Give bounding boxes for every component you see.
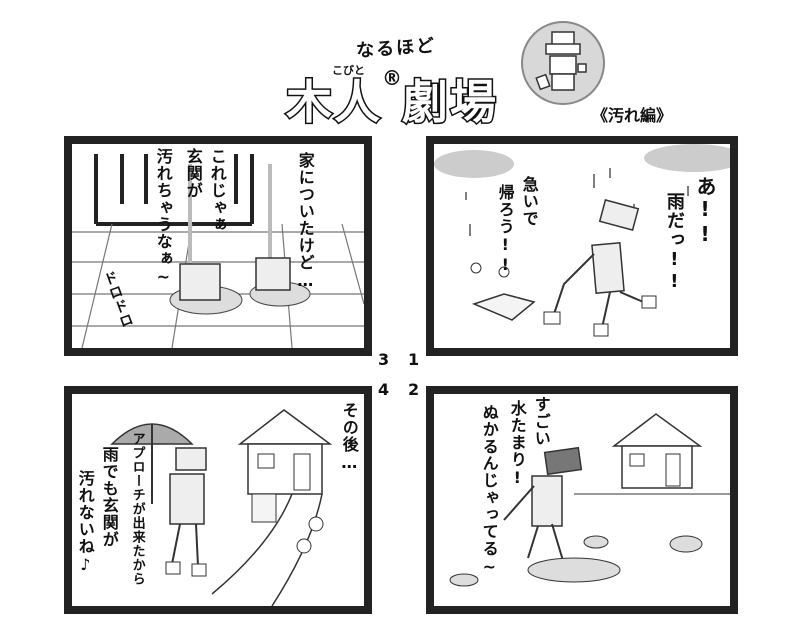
panel-1-bubble-b: 雨だっ!!	[663, 192, 685, 293]
panel-number-3: 3	[378, 350, 390, 369]
panel-3-illustration	[72, 144, 364, 348]
panel-4-line-b: アプローチが出来たから	[129, 432, 145, 586]
title-tail: 劇場	[401, 74, 498, 131]
registered-mark: ®	[382, 66, 402, 90]
panel-4-illustration	[72, 394, 364, 606]
panel-4-line-d: 汚れないね♪	[75, 470, 95, 575]
title-prefix: なるほど	[355, 35, 437, 62]
subtitle: 《汚れ編》	[592, 106, 673, 125]
kobito-logo-icon	[520, 20, 606, 106]
panel-1-thought-a: 急いで	[519, 176, 539, 227]
title-main: 木人	[285, 74, 382, 131]
panel-3-line-c: 玄関が	[183, 148, 203, 199]
panel-number-1: 1	[408, 350, 420, 369]
panel-1-thought-b: 帰ろう!!	[495, 184, 515, 275]
panel-number-4: 4	[378, 380, 390, 399]
panel-3-line-b: これじゃぁ	[207, 148, 227, 233]
panel-4-line-c: 雨でも玄関が	[99, 446, 119, 548]
page-title: 木人®劇場	[285, 66, 498, 132]
panel-4-line-a: その後…	[339, 402, 359, 473]
panel-2-illustration	[434, 394, 730, 606]
panel-3-line-d: 汚れちゃうなぁ~	[153, 148, 173, 287]
panel-3-line-a: 家についたけど…	[295, 152, 315, 291]
title-ruby: こびと	[332, 64, 365, 77]
panel-2-bubble-b: 水たまり!	[507, 400, 527, 488]
panel-2-bubble-a: すごい	[531, 396, 551, 447]
panel-number-2: 2	[408, 380, 420, 399]
panel-1-bubble-a: あ!!	[693, 176, 717, 247]
panel-2-bubble-c: ぬかるんじゃってる~	[479, 404, 499, 577]
panel-1-illustration	[434, 144, 730, 348]
panel-3	[64, 136, 372, 356]
